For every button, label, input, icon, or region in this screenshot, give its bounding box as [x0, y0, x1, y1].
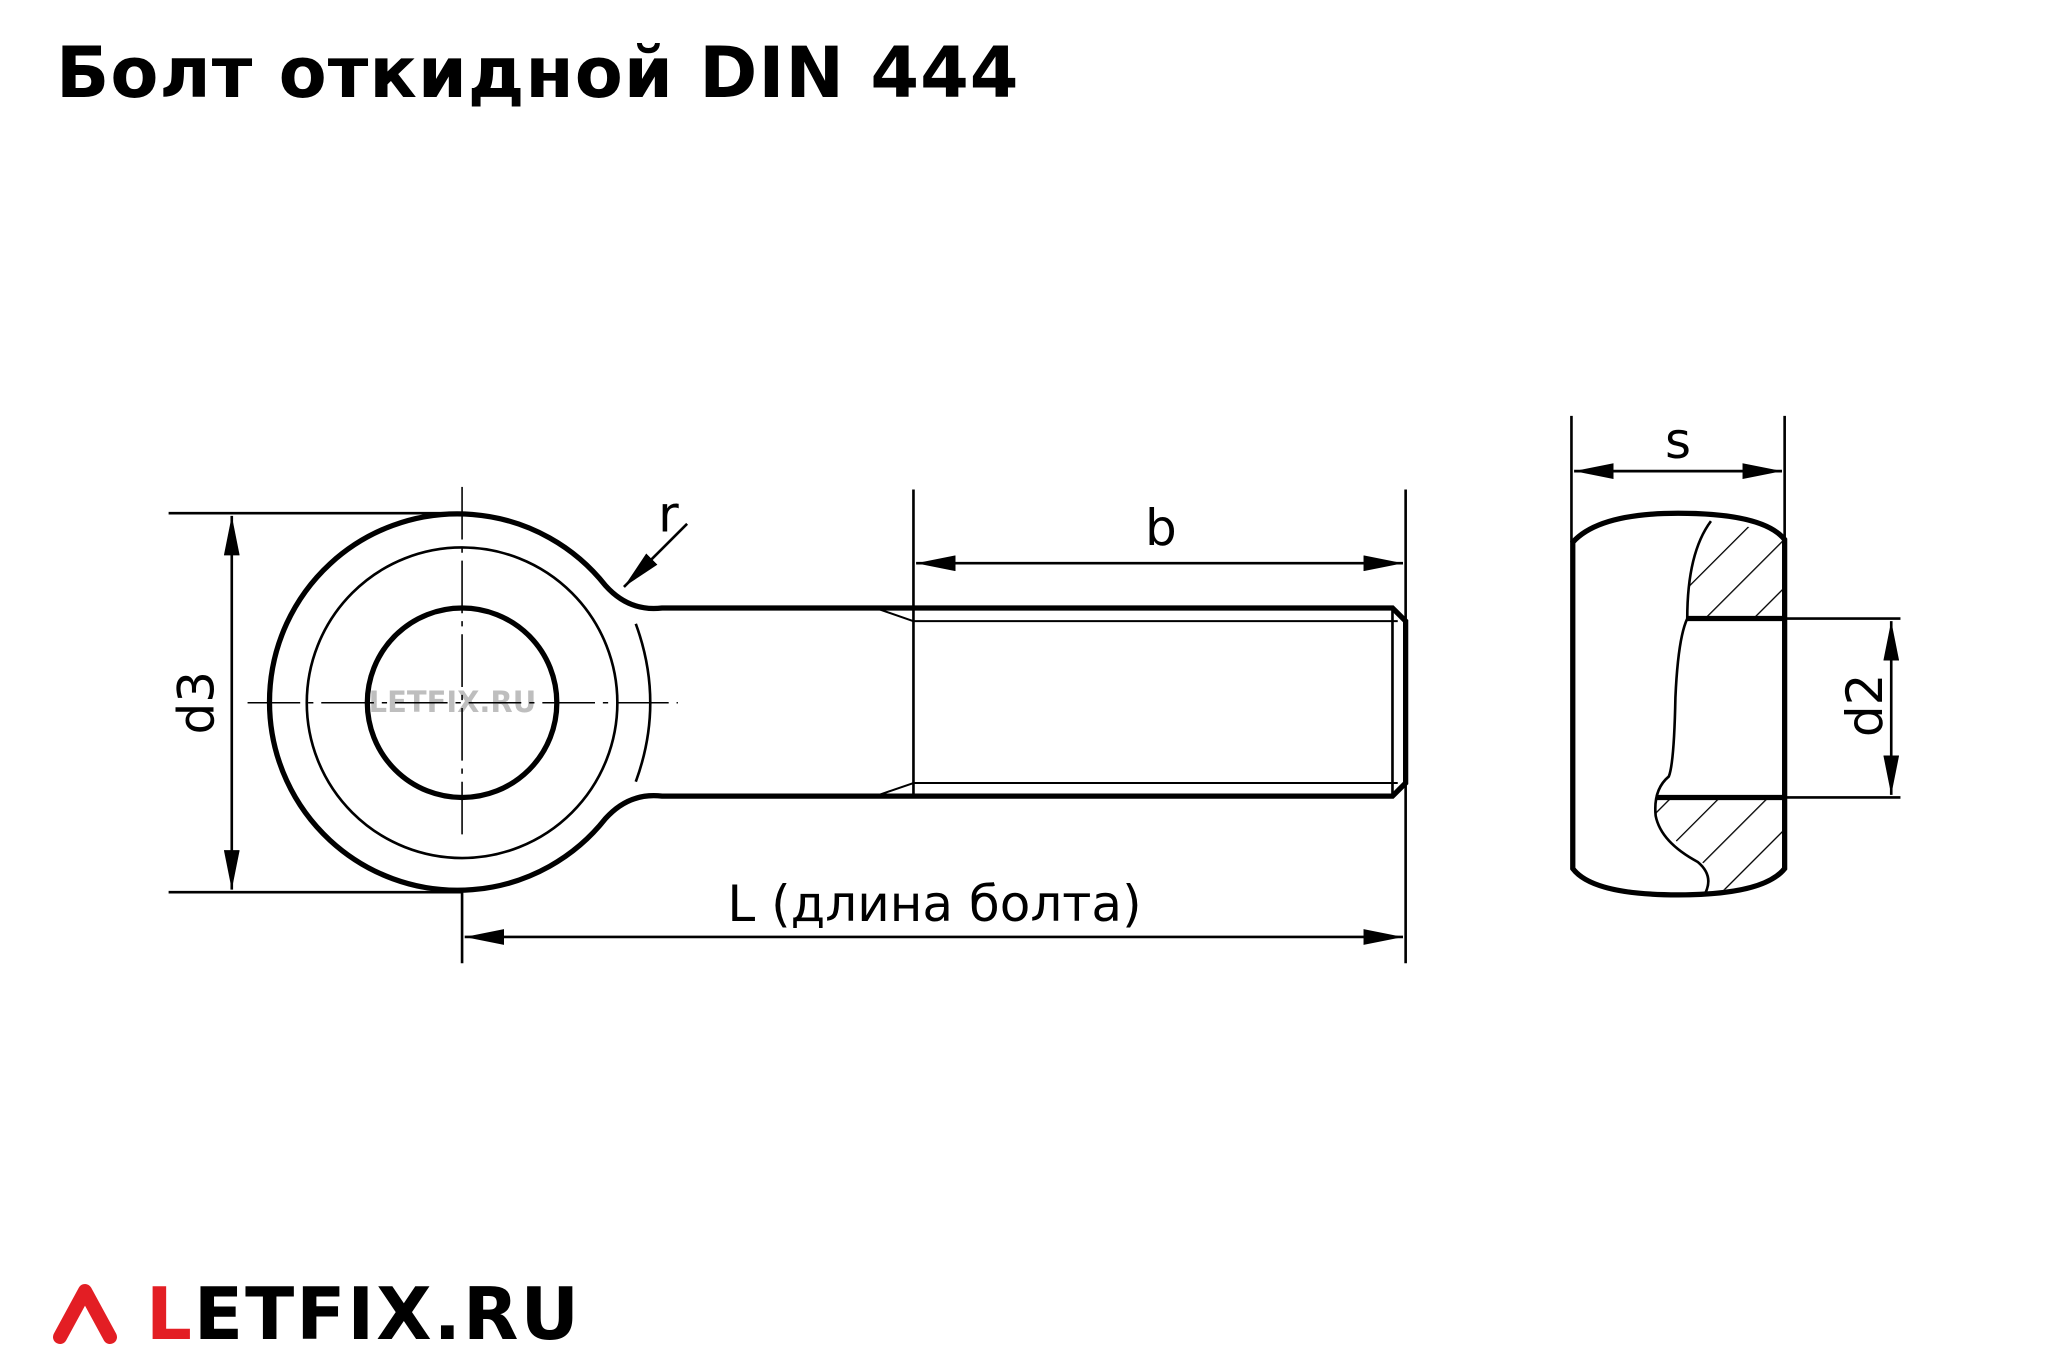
side-hatch-bottom	[1655, 797, 1785, 893]
logo-chevron-icon	[53, 1284, 117, 1344]
label-L: L (длина болта)	[727, 875, 1141, 933]
logo-rest: ETFIX.RU	[193, 1272, 581, 1356]
label-d2: d2	[1836, 674, 1894, 738]
page-title: Болт откидной DIN 444	[56, 32, 1020, 114]
letfix-logo: LETFIX.RU	[52, 1272, 581, 1356]
watermark: LETFIX.RU	[369, 685, 537, 719]
bolt-outline	[266, 511, 1409, 893]
label-d3: d3	[167, 671, 225, 735]
label-b: b	[1145, 499, 1177, 557]
logo-first-letter: L	[146, 1272, 194, 1356]
side-outline	[1570, 510, 1788, 898]
label-r: r	[658, 486, 679, 544]
r-leader	[623, 522, 689, 588]
side-hatch-top	[1687, 521, 1785, 619]
label-s: s	[1665, 412, 1691, 470]
